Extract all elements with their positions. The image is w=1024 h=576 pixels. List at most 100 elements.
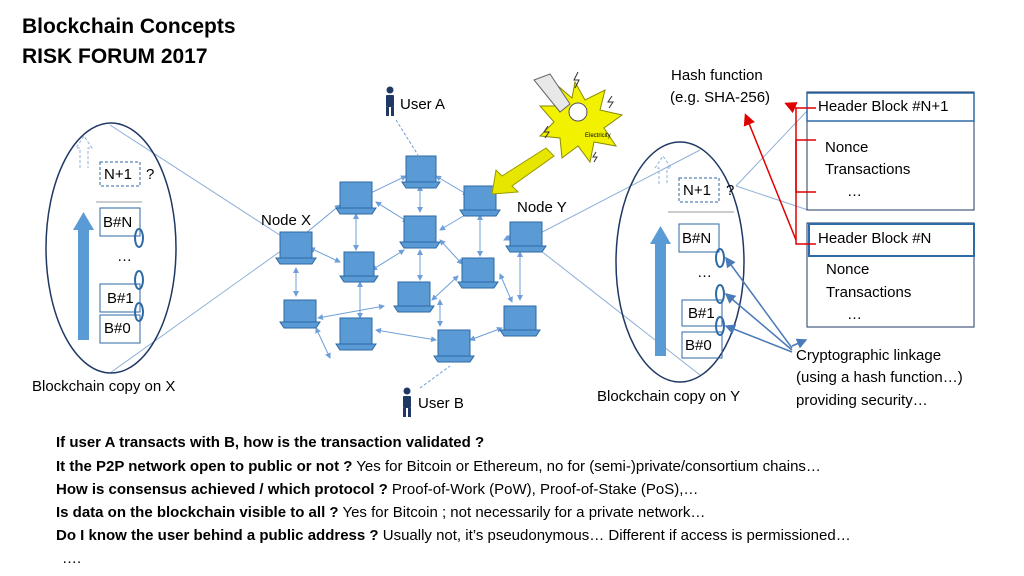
energy-arrow-icon (491, 147, 555, 195)
right-next-block: N+1 (683, 182, 711, 199)
left-next-block: N+1 (104, 166, 132, 183)
linkage-arrow (725, 256, 793, 349)
node-laptop-icon (393, 281, 435, 313)
left-caption: Blockchain copy on X (32, 378, 176, 395)
chain-link-icon (134, 270, 144, 290)
node-laptop-icon (335, 181, 377, 215)
user-a-label: User A (400, 96, 446, 113)
zoom-line (526, 149, 701, 241)
block-n-box (99, 207, 141, 237)
left-block-0: B#0 (104, 320, 131, 337)
left-block-n: B#N (103, 214, 133, 231)
up-arrow-head (650, 226, 671, 244)
answer-text: …. (62, 550, 82, 567)
linkage-line-3: providing security… (796, 392, 928, 409)
node-laptop-icon (275, 231, 317, 265)
answer-text: Proof-of-Work (PoW), Proof-of-Stake (PoS… (387, 481, 699, 498)
right-block-1: B#1 (688, 305, 715, 322)
hash-arrow-short (784, 102, 798, 114)
block-n-header: Header Block #N (818, 230, 932, 247)
electricity-label: Electricity (585, 133, 611, 139)
question-text: Is data on the blockchain visible to all… (56, 504, 339, 521)
right-next-q: ? (726, 182, 735, 199)
block-n-box (678, 223, 720, 253)
block-n-header-box (808, 223, 975, 257)
block-n1-header-box (806, 92, 975, 122)
hash-bracket-inner (795, 139, 816, 193)
user-b-link (419, 365, 451, 389)
block-next-box (99, 161, 141, 187)
node-laptop-icon (339, 251, 379, 283)
block-0-box (99, 314, 141, 344)
question-text: It the P2P network open to public or not… (56, 458, 353, 475)
question-text: If user A transacts with B, how is the t… (56, 434, 485, 451)
up-arrow-icon (655, 242, 666, 356)
blockchain-y-ellipse (615, 141, 745, 383)
chain-link-icon (715, 248, 725, 268)
question-row: Is data on the blockchain visible to all… (56, 502, 705, 524)
node-laptop-icon (505, 221, 547, 253)
block-n1-dots: … (847, 183, 862, 200)
zoom-line (109, 242, 293, 374)
question-row: If user A transacts with B, how is the t… (56, 432, 484, 454)
left-dots: … (117, 248, 132, 265)
network-nodes (275, 155, 547, 363)
up-arrow-icon (78, 228, 89, 340)
question-row: It the P2P network open to public or not… (56, 456, 821, 478)
zoom-line (735, 185, 809, 211)
linkage-line-2: (using a hash function…) (796, 369, 963, 386)
block-1-box (681, 299, 723, 327)
hash-function-example: (e.g. SHA-256) (670, 89, 771, 106)
node-laptop-icon (399, 215, 441, 249)
user-b-label: User B (418, 395, 464, 412)
dashed-up-arrow-icon (654, 155, 672, 184)
zoom-line (526, 239, 701, 376)
up-arrow-head (73, 212, 94, 230)
node-laptop-icon (457, 257, 499, 289)
block-n1-header: Header Block #N+1 (818, 98, 949, 115)
linkage-arrow (724, 293, 793, 351)
title-line-2: RISK FORUM 2017 (22, 45, 208, 68)
left-block-1: B#1 (107, 290, 134, 307)
question-text: How is consensus achieved / which protoc… (56, 481, 388, 498)
block-n1-transactions: Transactions (825, 161, 911, 178)
electricity-bulb-icon (533, 71, 624, 164)
right-caption: Blockchain copy on Y (597, 388, 741, 405)
user-a-icon (386, 86, 394, 116)
node-laptop-icon (433, 329, 475, 363)
hash-function-label: Hash function (671, 67, 763, 84)
question-row: …. (62, 548, 81, 570)
linkage-arrow (724, 324, 793, 353)
node-laptop-icon (335, 317, 377, 351)
question-text: Do I know the user behind a public addre… (56, 527, 379, 544)
block-n-transactions: Transactions (826, 284, 912, 301)
right-dots: … (697, 264, 712, 281)
block-next-box (678, 177, 720, 203)
block-n-nonce: Nonce (826, 261, 870, 278)
block-0-box (681, 331, 723, 359)
linkage-arrow (791, 338, 808, 349)
answer-text: Yes for Bitcoin ; not necessarily for a … (338, 504, 706, 521)
node-y-label: Node Y (517, 199, 567, 216)
left-next-q: ? (146, 166, 155, 183)
chain-link-icon (715, 316, 725, 336)
node-laptop-icon (459, 185, 501, 217)
right-block-0: B#0 (685, 337, 712, 354)
zoom-line (109, 124, 293, 244)
node-laptop-icon (401, 155, 441, 189)
node-laptop-icon (279, 299, 321, 329)
block-1-box (99, 283, 141, 313)
right-block-n: B#N (682, 230, 712, 247)
dashed-up-arrow-icon (75, 135, 93, 168)
hash-arrow (743, 113, 797, 241)
block-n1-nonce: Nonce (825, 139, 869, 156)
node-x-label: Node X (261, 212, 312, 229)
title-line-1: Blockchain Concepts (22, 15, 236, 38)
chain-link-icon (715, 284, 725, 304)
node-laptop-icon (499, 305, 541, 337)
chain-link-icon (134, 228, 144, 248)
answer-text: Yes for Bitcoin or Ethereum, no for (sem… (352, 458, 821, 475)
block-n-dots: … (847, 306, 862, 323)
linkage-line-1: Cryptographic linkage (796, 347, 942, 364)
blockchain-x-ellipse (45, 122, 177, 374)
